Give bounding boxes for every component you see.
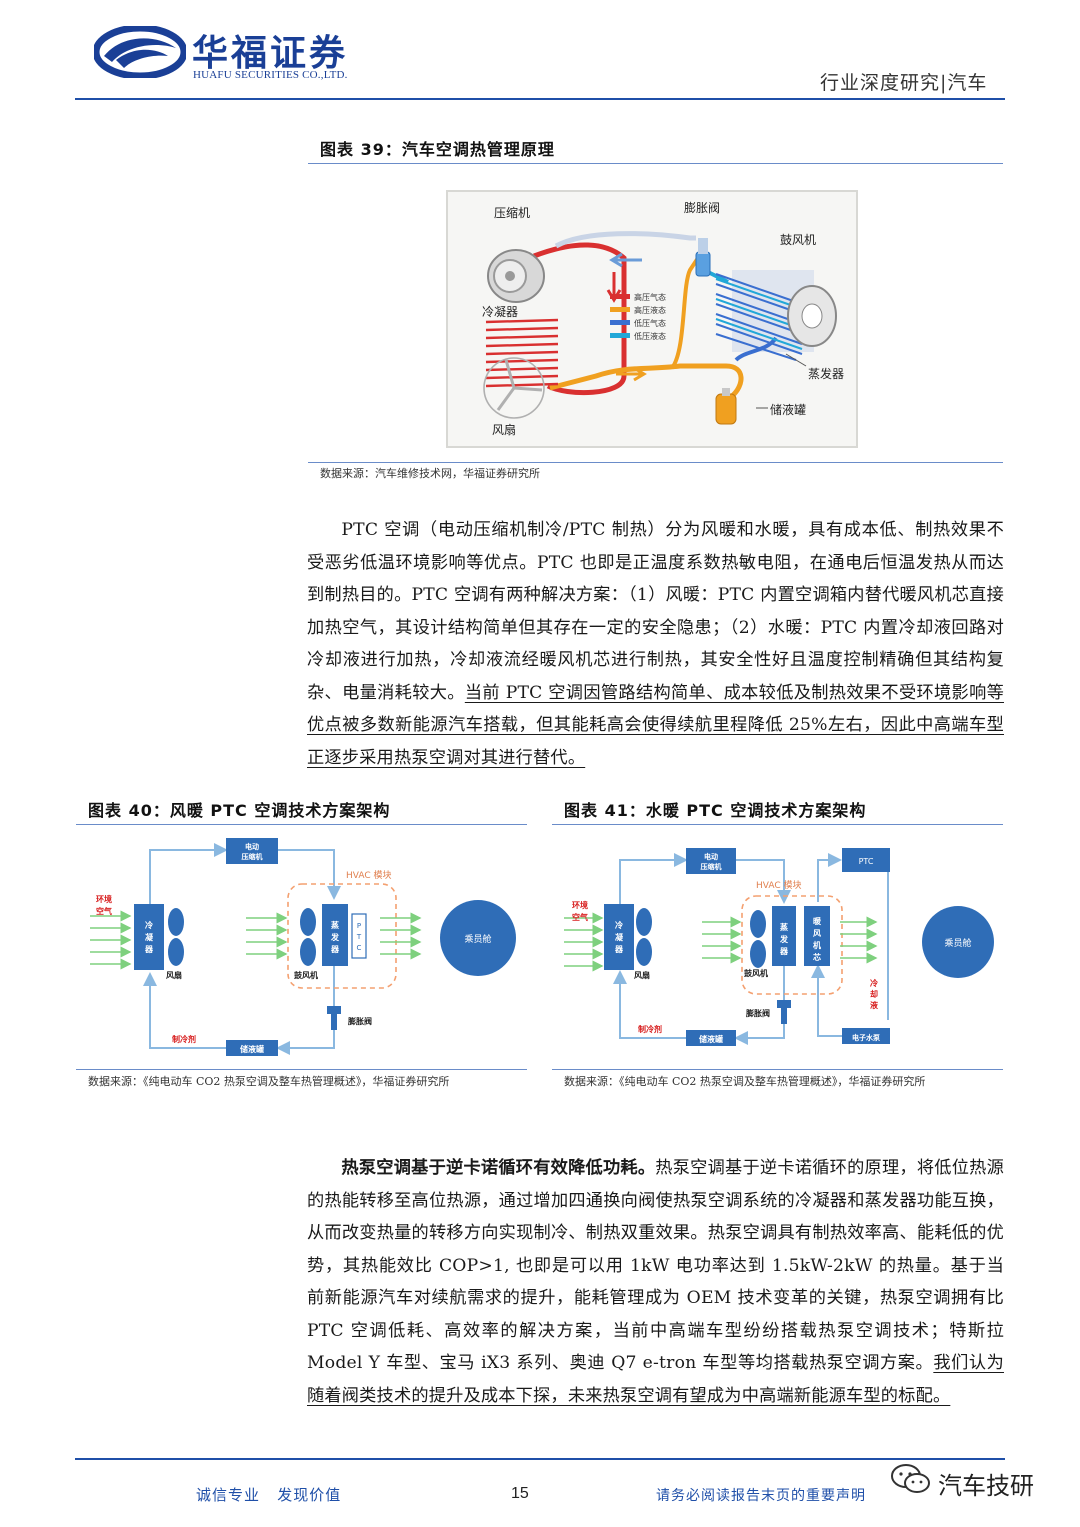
paragraph-ptc-underlined: 当前 PTC 空调因管路结构简单、成本较低及制热效果不受环境影响等优点被多数新能…: [307, 682, 1004, 768]
f41-cooling: 制冷剂: [638, 1024, 662, 1034]
f40-compressor-line1: 电动: [245, 842, 259, 851]
legend-label-1: 高压液态: [634, 305, 666, 315]
page-number: 15: [511, 1485, 529, 1502]
f40-condenser-2: 凝: [145, 932, 154, 942]
f41-blower: 鼓风机: [744, 968, 768, 978]
legend-swatch-1: [610, 307, 630, 312]
f41-coolant-3: 液: [870, 1000, 878, 1010]
paragraph-ptc-text: PTC 空调（电动压缩机制冷/PTC 制热）分为风暖和水暖，具有成本低、制热效果…: [307, 520, 1004, 703]
paragraph-heat-pump-text: 热泵空调基于逆卡诺循环的原理，将低位热源的热能转移至高位热源，通过增加四通换向阀…: [307, 1158, 1004, 1373]
figure-41-title: 图表 41：水暖 PTC 空调技术方案架构: [564, 801, 867, 820]
figure-40-diagram: 电动 压缩机 HVAC 模块 环境 空气 冷 凝 器 风扇 蒸 发 器 P T …: [90, 838, 516, 1056]
label-expansion-valve: 膨胀阀: [684, 201, 720, 215]
header: 华福证券 HUAFU SECURITIES CO.,LTD. 行业深度研究|汽车: [0, 0, 1080, 105]
f40-hvac: HVAC 模块: [346, 869, 392, 881]
figure-39-source: 数据来源：汽车维修技术网，华福证券研究所: [320, 467, 540, 480]
label-fan: 风扇: [492, 422, 516, 437]
paragraph-heat-pump: 热泵空调基于逆卡诺循环有效降低功耗。热泵空调基于逆卡诺循环的原理，将低位热源的热…: [307, 1152, 1004, 1412]
f40-blower: 鼓风机: [294, 970, 318, 980]
f41-heater: 暖: [813, 916, 822, 926]
paragraph-heat-pump-lead: 热泵空调基于逆卡诺循环有效降低功耗。: [341, 1158, 656, 1178]
label-condenser: 冷凝器: [482, 304, 518, 319]
legend: 高压气态 高压液态 低压气态 低压液态: [610, 292, 666, 341]
f41-cabin: 乘员舱: [944, 937, 971, 949]
f40-cooling: 制冷剂: [172, 1034, 196, 1044]
figure-41-diagram: 电动 压缩机 PTC HVAC 模块 环境 空气 冷 凝 器 风扇 蒸 发 器 …: [564, 848, 994, 1046]
figure-40-bottom-rule: [76, 1069, 527, 1070]
figure-41-bottom-rule: [552, 1069, 1003, 1070]
footer-slogan: 诚信专业 发现价值: [196, 1486, 342, 1504]
logo-icon: [94, 26, 186, 78]
label-compressor: 压缩机: [494, 205, 530, 220]
f41-evaporator-2: 发: [779, 934, 789, 944]
watermark-text: 汽车技研: [938, 1472, 1034, 1500]
f41-compressor-line2: 压缩机: [701, 862, 722, 871]
f40-evaporator-3: 器: [330, 945, 340, 954]
figure-40-top-rule: [76, 824, 527, 825]
f40-receiver: 储液罐: [239, 1044, 264, 1054]
f40-condenser: 冷: [145, 920, 153, 930]
f41-ptc: PTC: [859, 857, 874, 866]
label-blower: 鼓风机: [780, 233, 816, 247]
legend-swatch-3: [610, 333, 630, 338]
legend-label-0: 高压气态: [634, 292, 666, 302]
legend-swatch-2: [610, 320, 630, 325]
figure-40-title: 图表 40：风暖 PTC 空调技术方案架构: [88, 801, 391, 820]
f40-ambient-line2: 空气: [96, 906, 112, 916]
f40-expansion: 膨胀阀: [347, 1016, 372, 1026]
f41-coolant-2: 却: [870, 989, 878, 999]
f40-ambient-line1: 环境: [96, 894, 112, 904]
figure-41-top-rule: [552, 824, 1003, 825]
f40-fan: 风扇: [166, 970, 182, 980]
f40-compressor-line2: 压缩机: [242, 852, 263, 861]
figure-39-bottom-rule: [308, 462, 1003, 463]
f41-expansion: 膨胀阀: [745, 1008, 770, 1018]
f41-compressor-line1: 电动: [704, 852, 718, 861]
figure-39-top-rule: [308, 163, 1003, 164]
f41-evaporator-3: 器: [779, 947, 789, 956]
paragraph-ptc: PTC 空调（电动压缩机制冷/PTC 制热）分为风暖和水暖，具有成本低、制热效果…: [307, 514, 1004, 774]
f41-evaporator: 蒸: [780, 922, 788, 932]
f41-condenser-3: 器: [614, 945, 624, 954]
f41-condenser-2: 凝: [615, 932, 624, 942]
f41-heater-3: 机: [813, 940, 821, 950]
figure-39-diagram: 压缩机 膨胀阀 鼓风机 冷凝器 蒸发器 储液罐 风扇 高压气态 高压液态 低压气…: [446, 190, 858, 448]
f40-ptc-3: C: [357, 944, 362, 952]
figure-41-source: 数据来源：《纯电动车 CO2 热泵空调及整车热管理概述》，华福证券研究所: [564, 1075, 926, 1088]
figure-39-title: 图表 39：汽车空调热管理原理: [320, 140, 555, 159]
label-receiver: 储液罐: [770, 402, 806, 417]
label-evaporator: 蒸发器: [808, 366, 844, 381]
logo-text: 华福证券: [192, 33, 349, 74]
legend-label-3: 低压液态: [634, 331, 666, 341]
header-rule: [75, 98, 1005, 100]
footer-rule: [75, 1458, 1005, 1460]
f40-evaporator: 蒸: [331, 920, 339, 930]
wechat-icon: [891, 1464, 930, 1493]
f41-pump: 电子水泵: [852, 1033, 880, 1042]
f41-receiver: 储液罐: [698, 1034, 723, 1044]
f40-evaporator-2: 发: [330, 932, 340, 942]
f41-ambient-line2: 空气: [572, 912, 588, 922]
f41-heater-4: 芯: [813, 952, 821, 962]
f41-heater-2: 风: [813, 929, 821, 938]
f41-condenser: 冷: [615, 920, 623, 930]
paragraph-heat-pump-underlined: 我们认为随着阀类技术的提升及成本下探，未来热泵空调有望成为中高端新能源车型的标配…: [307, 1353, 1004, 1406]
legend-swatch-0: [610, 294, 630, 299]
logo-subtext: HUAFU SECURITIES CO.,LTD.: [193, 69, 348, 81]
f41-hvac: HVAC 模块: [756, 879, 802, 891]
figure-40-source: 数据来源：《纯电动车 CO2 热泵空调及整车热管理概述》，华福证券研究所: [88, 1075, 450, 1088]
report-type: 行业深度研究|汽车: [820, 72, 988, 94]
legend-label-2: 低压气态: [634, 318, 666, 328]
f41-fan: 风扇: [634, 970, 650, 980]
f40-condenser-3: 器: [144, 945, 154, 954]
f41-ambient-line1: 环境: [572, 900, 588, 910]
f40-ptc-2: T: [356, 933, 362, 941]
f40-ptc: P: [357, 922, 361, 930]
f40-cabin: 乘员舱: [464, 933, 491, 945]
footer-notice: 请务必阅读报告末页的重要声明: [656, 1488, 866, 1504]
f41-coolant-1: 冷: [870, 978, 878, 988]
